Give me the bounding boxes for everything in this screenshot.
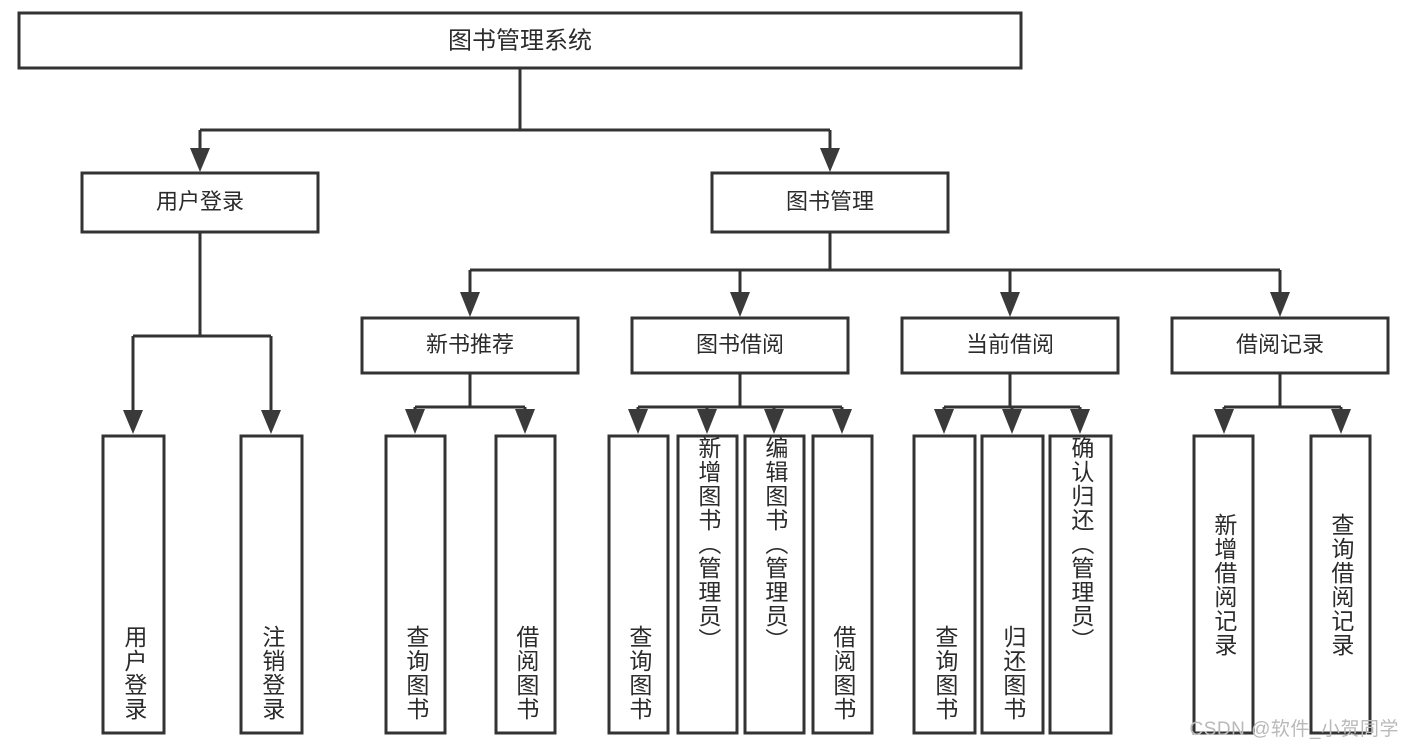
arrowhead-leaf-query-book-1 <box>405 409 425 434</box>
node-root-label: 图书管理系统 <box>448 27 592 54</box>
node-current-borrow-label: 当前借阅 <box>966 332 1054 357</box>
arrowhead-leaf-query-record <box>1331 409 1351 434</box>
node-leaf-edit-book-box[interactable] <box>743 434 806 735</box>
node-root-system[interactable]: 图书管理系统 <box>17 11 1023 70</box>
node-leaf-logout-box[interactable] <box>239 434 304 735</box>
arrowhead-borrow-record <box>1270 292 1290 317</box>
node-leaf-borrow-book-2-box[interactable] <box>811 434 874 735</box>
csdn-watermark: CSDN @软件_小贺同学 <box>1189 719 1399 740</box>
node-book-management-label: 图书管理 <box>786 189 874 214</box>
leaf-box-group <box>101 434 1372 735</box>
node-root-box[interactable] <box>17 11 1023 70</box>
connector-group <box>123 68 1351 434</box>
arrowhead-leaf-add-record <box>1214 409 1234 434</box>
node-leaf-user-login-box[interactable] <box>101 434 166 735</box>
node-new-book-recommend-label: 新书推荐 <box>426 332 514 357</box>
node-borrow-record-label: 借阅记录 <box>1236 332 1324 357</box>
node-leaf-return-book-box[interactable] <box>980 434 1045 735</box>
node-leaf-query-book-2-box[interactable] <box>607 434 670 735</box>
node-leaf-confirm-return-box[interactable] <box>1048 434 1113 735</box>
node-leaf-query-book-1-box[interactable] <box>384 434 447 735</box>
node-book-borrow[interactable]: 图书借阅 <box>630 316 850 375</box>
arrowhead-bookmgmt <box>820 148 840 172</box>
arrowhead-leaf-edit-book <box>764 409 784 434</box>
arrowhead-leaf-borrow-book-2 <box>832 409 852 434</box>
node-new-book-recommend[interactable]: 新书推荐 <box>360 316 580 375</box>
node-borrow-record-box[interactable] <box>1170 316 1390 375</box>
node-current-borrow[interactable]: 当前借阅 <box>900 316 1120 375</box>
arrowhead-leaf-query-book-2 <box>628 409 648 434</box>
node-user-login-box[interactable] <box>80 171 320 234</box>
node-leaf-borrow-book-1-box[interactable] <box>494 434 557 735</box>
node-leaf-add-book-box[interactable] <box>676 434 739 735</box>
node-leaf-query-record-box[interactable] <box>1309 434 1372 735</box>
arrowhead-leaf-return-book <box>1002 409 1022 434</box>
node-book-borrow-label: 图书借阅 <box>696 332 784 357</box>
arrowhead-userlogin <box>190 148 210 172</box>
node-book-management-box[interactable] <box>710 171 950 234</box>
node-current-borrow-box[interactable] <box>900 316 1120 375</box>
arrowhead-leaf-logout <box>261 410 281 434</box>
node-user-login-label: 用户登录 <box>156 189 244 214</box>
arrowhead-current-borrow <box>1000 292 1020 317</box>
arrowhead-leaf-confirm-return <box>1070 409 1090 434</box>
node-borrow-record[interactable]: 借阅记录 <box>1170 316 1390 375</box>
arrowhead-leaf-add-book <box>697 409 717 434</box>
arrowhead-new-book-recommend <box>460 292 480 317</box>
arrowhead-leaf-query-book-3 <box>934 409 954 434</box>
node-user-login[interactable]: 用户登录 <box>80 171 320 234</box>
arrowhead-book-borrow <box>730 292 750 317</box>
node-book-management[interactable]: 图书管理 <box>710 171 950 234</box>
arrowhead-leaf-user-login <box>123 410 143 434</box>
node-new-book-recommend-box[interactable] <box>360 316 580 375</box>
node-leaf-add-record-box[interactable] <box>1192 434 1255 735</box>
arrowhead-leaf-borrow-book-1 <box>515 409 535 434</box>
node-leaf-query-book-3-box[interactable] <box>912 434 977 735</box>
node-book-borrow-box[interactable] <box>630 316 850 375</box>
